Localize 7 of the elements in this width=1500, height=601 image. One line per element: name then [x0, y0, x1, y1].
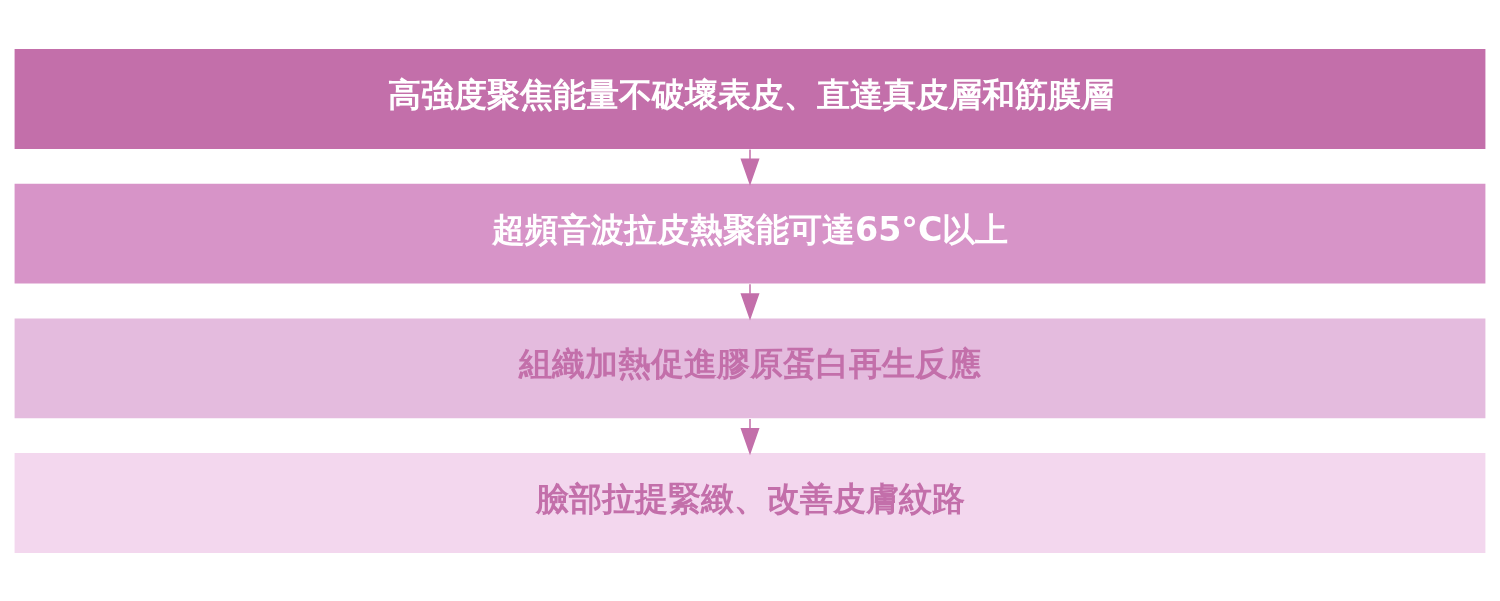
node-box: 臉部拉提緊緻、改善皮膚紋路: [14, 452, 1486, 553]
arrow: [740, 282, 760, 320]
node-box: 組織加熱促進膠原蛋白再生反應: [14, 317, 1486, 418]
node-box: 高強度聚焦能量不破壞表皮、直達真皮層和筋膜層: [14, 48, 1486, 149]
arrow: [740, 417, 760, 455]
arrow: [740, 148, 760, 186]
node-box: 超頻音波拉皮熱聚能可達65°C以上: [14, 183, 1486, 284]
